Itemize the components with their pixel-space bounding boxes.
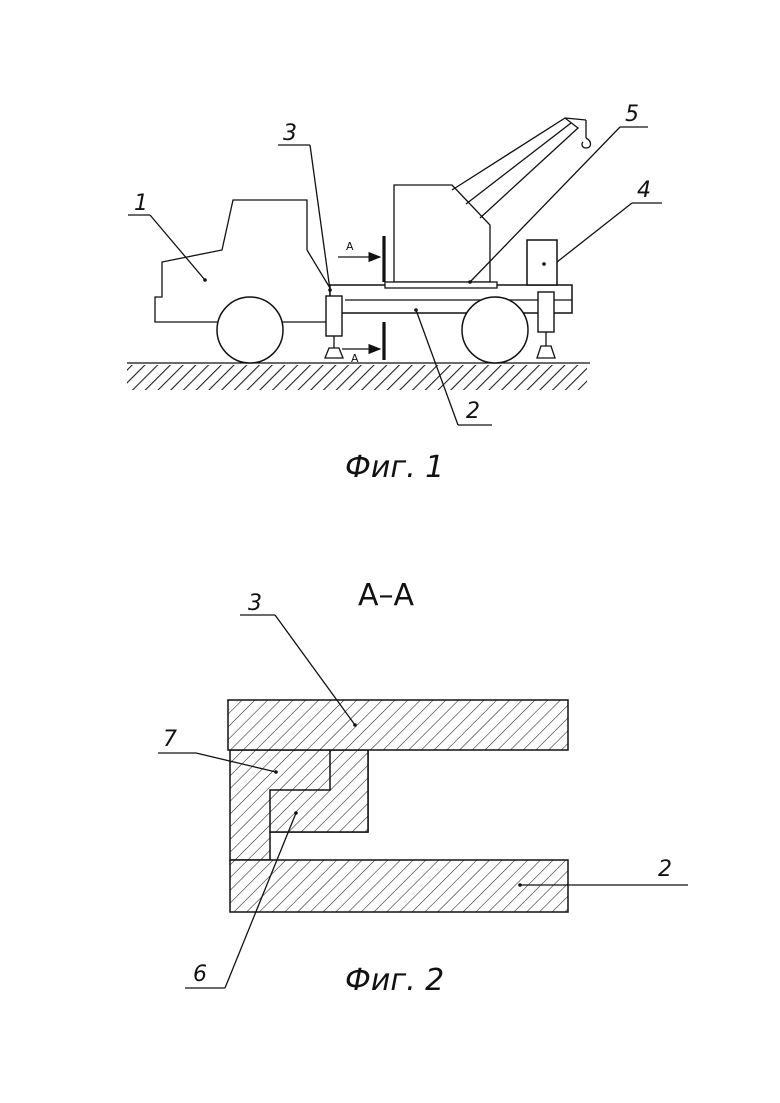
- label-4: 4: [637, 178, 651, 203]
- label-2-fig1: 2: [466, 399, 480, 424]
- section-title: A–A: [358, 578, 415, 613]
- crane-boom: [452, 118, 591, 218]
- equipment-box-part-4: [527, 240, 557, 285]
- leader-1: 1: [128, 191, 207, 282]
- ground: [127, 363, 590, 390]
- section-mark-upper: A: [346, 240, 354, 253]
- label-1: 1: [134, 191, 148, 216]
- section-mark-lower: A: [351, 352, 359, 365]
- label-3-fig2: 3: [248, 591, 262, 616]
- label-5: 5: [625, 102, 639, 127]
- rear-outrigger: [537, 292, 555, 358]
- part-2-lower-beam: [230, 860, 568, 912]
- figure-2-section-a-a: A–A 3 7 2 6: [158, 578, 688, 998]
- crane-turntable-housing: [385, 185, 497, 288]
- section-arrow-upper: A: [338, 240, 380, 257]
- leader-3: 3: [278, 121, 332, 292]
- label-7: 7: [163, 727, 177, 752]
- label-6: 6: [193, 962, 207, 987]
- hook-icon: [582, 138, 591, 148]
- front-wheel: [217, 297, 283, 363]
- label-3-fig1: 3: [283, 121, 297, 146]
- rear-wheel: [462, 297, 528, 363]
- figure-1-truck-crane: A A 1 3 5 4: [127, 102, 662, 485]
- figure-1-caption: Фиг. 1: [345, 450, 444, 485]
- leader-5: 5: [468, 102, 648, 284]
- part-3-upper-beam: [228, 700, 568, 750]
- leader-4: 4: [557, 178, 662, 262]
- chassis-frame-part-2: [330, 285, 572, 313]
- front-outrigger: [325, 296, 343, 358]
- label-2-fig2: 2: [658, 857, 672, 882]
- figure-2-caption: Фиг. 2: [345, 963, 444, 998]
